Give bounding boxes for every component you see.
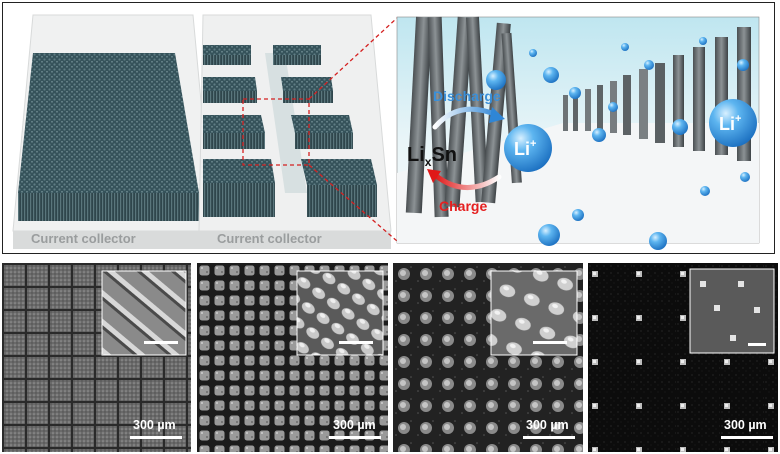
ion-label-right: Li+ xyxy=(719,113,741,134)
magnified-scene: Li+ Li+ Discharge Charge LixSn xyxy=(396,16,760,250)
scale-label-4: 300 µm xyxy=(724,418,767,432)
island-4-right xyxy=(301,159,377,217)
island-3-left xyxy=(203,115,265,149)
scale-bar-2 xyxy=(329,436,381,439)
inset-scale-bar-1 xyxy=(144,341,178,344)
sem-panel-4: 300 µm xyxy=(588,263,778,452)
large-ion-center xyxy=(504,124,552,172)
zoom-indicator xyxy=(242,17,398,242)
inset-scale-bar-2 xyxy=(339,341,373,344)
charge-label: Charge xyxy=(439,198,487,214)
schematic-frame: Current collector xyxy=(2,2,775,254)
nanowire-cluster-left xyxy=(405,16,522,218)
sem-image-4 xyxy=(588,263,778,452)
scale-bar-4 xyxy=(721,436,773,439)
inset-4 xyxy=(689,268,775,354)
island-3-right xyxy=(291,115,353,149)
sem-panel-1: 300 µm xyxy=(2,263,191,452)
inset-scale-bar-3 xyxy=(533,341,567,344)
sem-panel-2: 300 µm xyxy=(197,263,388,452)
island-4-left xyxy=(203,159,275,217)
sem-panel-3: 300 µm xyxy=(393,263,583,452)
inset-scale-bar-4 xyxy=(748,343,766,346)
zoom-box xyxy=(242,98,310,166)
lithium-ions xyxy=(486,37,757,250)
sem-image-1 xyxy=(2,263,191,452)
island-2-left xyxy=(203,77,257,103)
sem-image-2 xyxy=(197,263,388,452)
island-1-right xyxy=(273,45,321,65)
island-1-left xyxy=(203,45,251,65)
scale-label-1: 300 µm xyxy=(133,418,176,432)
scale-bar-1 xyxy=(130,436,182,439)
zoom-line-top xyxy=(308,17,398,100)
charge-arrow xyxy=(432,172,502,190)
ion-label-center: Li+ xyxy=(514,138,536,159)
charge-arrowhead xyxy=(427,169,441,183)
continuous-electrode-block: Current collector xyxy=(12,14,214,249)
discharge-label: Discharge xyxy=(433,88,501,104)
discharge-arrow xyxy=(432,106,500,130)
patterned-electrode-block: Current collector xyxy=(198,14,392,249)
left-collector-label: Current collector xyxy=(31,231,136,246)
scale-bar-3 xyxy=(523,436,575,439)
large-ion-right xyxy=(709,99,757,147)
scale-label-2: 300 µm xyxy=(333,418,376,432)
scale-label-3: 300 µm xyxy=(526,418,569,432)
sem-image-3 xyxy=(393,263,583,452)
zoom-line-bottom xyxy=(308,164,398,242)
discharge-arrowhead xyxy=(489,107,505,123)
alloy-label: LixSn xyxy=(407,144,457,169)
right-collector-label: Current collector xyxy=(217,231,322,246)
island-2-right xyxy=(281,77,333,103)
schematic-svg: Current collector xyxy=(12,14,760,250)
